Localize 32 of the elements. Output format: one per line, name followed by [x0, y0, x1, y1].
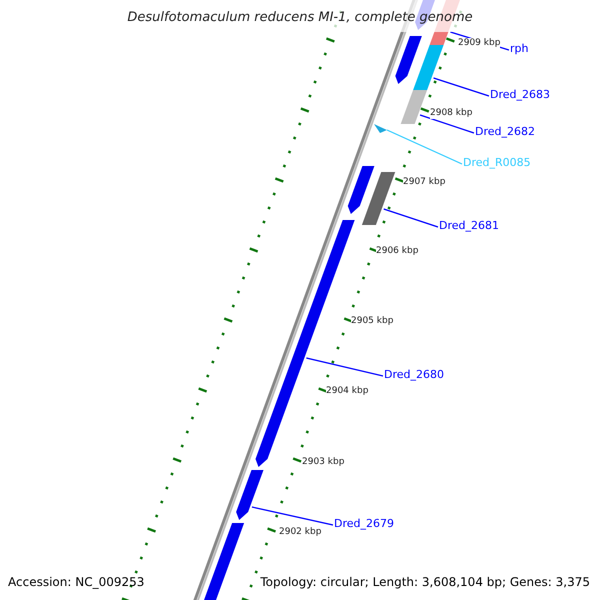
leader-line — [386, 129, 462, 165]
leader-line — [433, 77, 490, 97]
gene-label: Dred_2681 — [439, 219, 499, 232]
tick-label: 2907 kbp — [403, 177, 446, 188]
rna-feature-marker — [374, 124, 387, 133]
gene-label: Dred_2680 — [384, 368, 444, 381]
leader-line — [306, 357, 384, 377]
tick-label: 2904 kbp — [326, 386, 368, 397]
footer-text: Topology: circular; Length: 3,608,104 bp; Genes: 3,375 — [260, 575, 590, 589]
gene-arc — [413, 45, 444, 90]
gene-label: rph — [510, 42, 528, 55]
footer-text: Accession: NC_009253 — [8, 575, 144, 589]
leader-line — [420, 114, 474, 134]
gene-arc — [400, 90, 428, 124]
tick-label: 2903 kbp — [302, 457, 344, 468]
gene-arc — [203, 523, 244, 600]
tick-label: 2906 kbp — [376, 246, 418, 257]
tick-label: 2905 kbp — [351, 316, 394, 327]
map-title: Desulfotomaculum reducens MI-1, complete genome — [126, 10, 474, 25]
leader-line — [252, 506, 334, 526]
gene-arc — [362, 172, 396, 225]
tick-label: 2902 kbp — [279, 527, 322, 538]
gene-label: Dred_2679 — [334, 517, 394, 530]
gene-arc — [348, 166, 374, 214]
gene-arc — [236, 470, 264, 520]
gene-arc — [395, 36, 422, 84]
gene-label: Dred_R0085 — [463, 156, 531, 169]
tick-label: 2908 kbp — [430, 108, 472, 119]
tick-label: 2909 kbp — [458, 38, 500, 49]
leader-line — [384, 208, 438, 228]
gene-label: Dred_2682 — [475, 125, 535, 138]
gene-label: Dred_2683 — [490, 88, 550, 101]
